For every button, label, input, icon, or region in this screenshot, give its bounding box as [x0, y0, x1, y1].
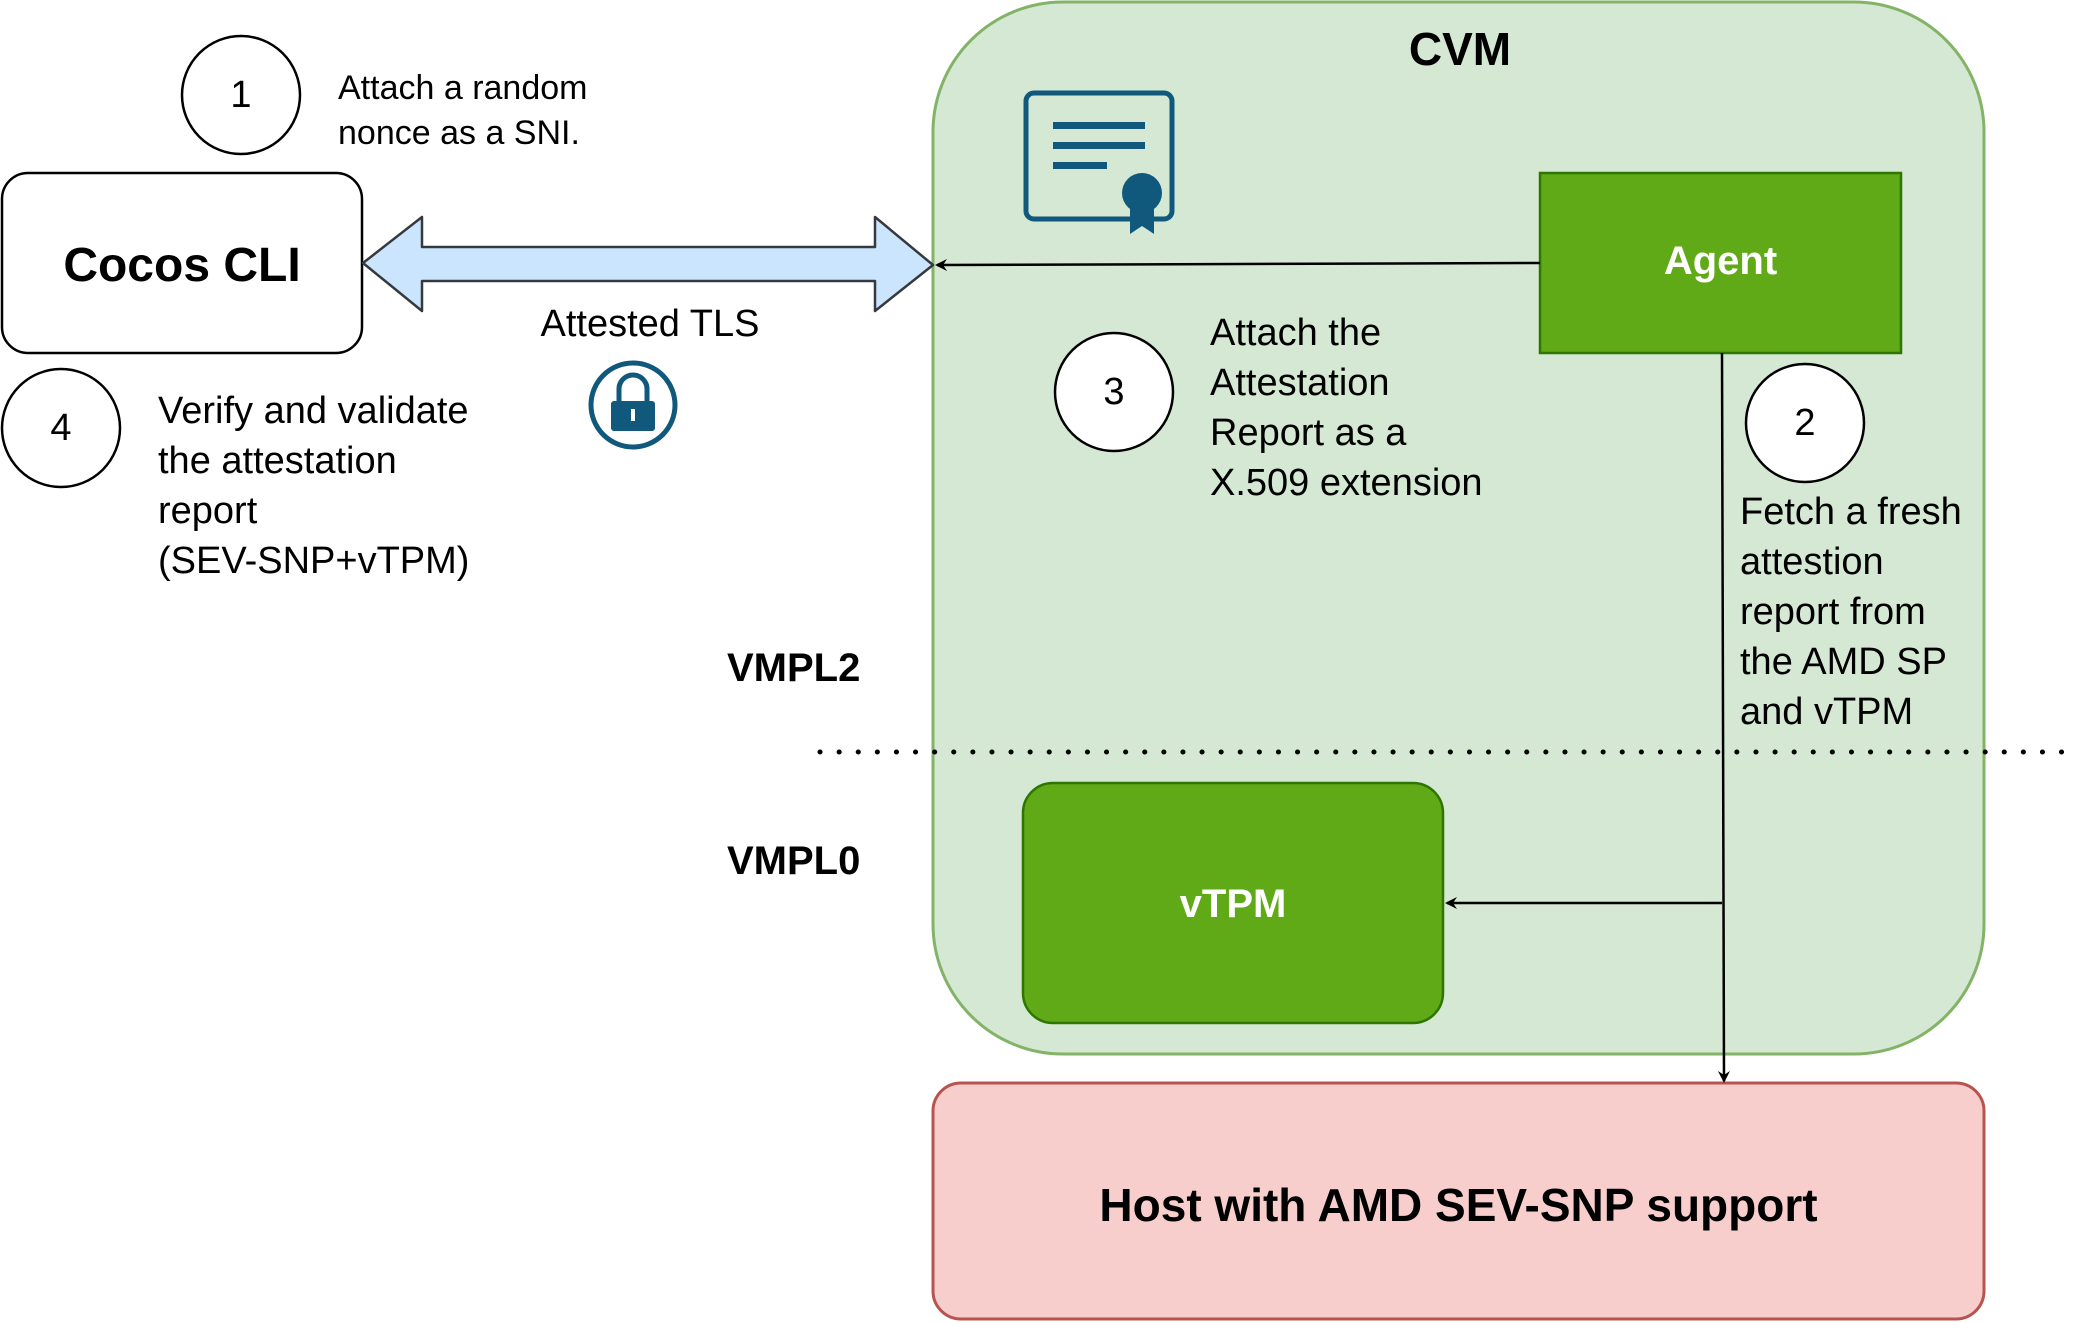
step-2-circle — [1744, 362, 1866, 484]
cvm-title: CVM — [1408, 23, 1512, 75]
vmpl2-label: VMPL2 — [727, 646, 861, 690]
lock-icon — [588, 360, 678, 450]
agent-box[interactable] — [1538, 171, 1903, 355]
cocos-cli-label: Cocos CLI — [63, 239, 301, 292]
step-2-number: 2 — [1794, 402, 1816, 444]
host-label: Host with AMD SEV-SNP support — [1099, 1179, 1818, 1231]
vtpm-label: vTPM — [1179, 882, 1287, 926]
attested-tls-double-arrow — [361, 215, 935, 313]
step-3-number: 3 — [1103, 371, 1125, 413]
step-4-circle — [0, 367, 122, 489]
vtpm-box[interactable] — [1021, 781, 1445, 1025]
step-1-text: Attach a random nonce as a SNI. — [338, 69, 588, 152]
step-2-text: Fetch a fresh attestion report from the … — [1740, 491, 1962, 733]
agent-label: Agent — [1663, 239, 1778, 283]
step-1-circle — [180, 34, 302, 156]
certificate-icon — [1023, 90, 1175, 234]
step-4-number: 4 — [50, 407, 72, 449]
step-4-text: Verify and validate the attestation repo… — [158, 390, 470, 582]
host-box[interactable] — [931, 1081, 1986, 1321]
attested-tls-label: Attested TLS — [540, 303, 760, 345]
step-3-text: Attach the Attestation Report as a X.509… — [1210, 312, 1483, 504]
vmpl0-label: VMPL0 — [727, 839, 861, 883]
agent-to-tls-arrow — [935, 258, 1541, 271]
agent-to-host-arrow — [1717, 352, 1730, 1083]
step-3-circle — [1053, 331, 1175, 453]
step-1-number: 1 — [230, 74, 252, 116]
